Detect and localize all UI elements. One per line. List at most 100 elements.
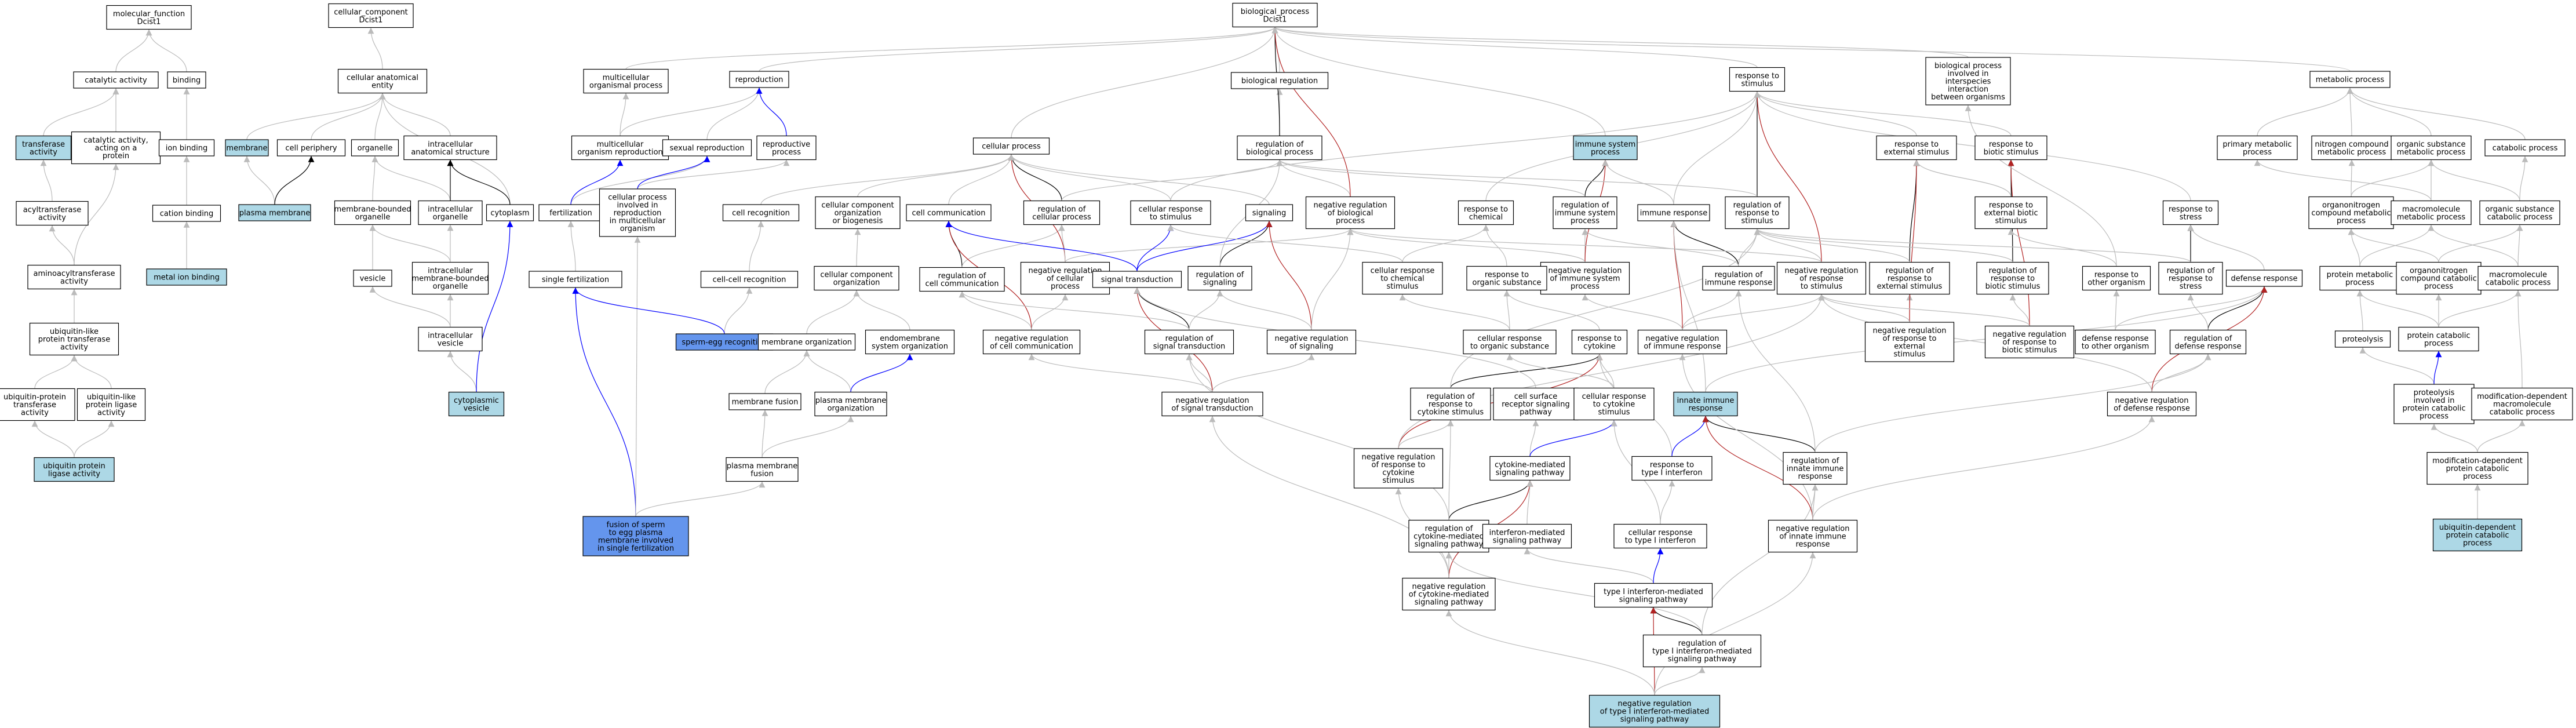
term-node-signaling[interactable]: signaling <box>1245 204 1294 221</box>
term-node-ion-binding[interactable]: ion binding <box>158 139 215 156</box>
term-node-reproduction[interactable]: reproduction <box>729 71 789 88</box>
term-node-sexual-repro[interactable]: sexual reproduction <box>662 139 752 156</box>
term-node-plasma-membrane[interactable]: plasma membrane <box>238 204 311 221</box>
term-node-organelle[interactable]: organelle <box>351 139 399 156</box>
term-node-bio-reg[interactable]: biological regulation <box>1230 72 1329 89</box>
term-node-vesicle[interactable]: vesicle <box>353 270 392 287</box>
term-node-binding[interactable]: binding <box>167 71 206 89</box>
term-node-single-fert[interactable]: single fertilization <box>529 271 622 288</box>
term-node-catabolic[interactable]: catabolic process <box>2484 139 2566 156</box>
term-node-cell-cell-recog[interactable]: cell-cell recognition <box>700 271 799 288</box>
term-node-mod-dep-macro[interactable]: modification-dependentmacromoleculecatab… <box>2471 387 2573 421</box>
term-node-membrane-fusion[interactable]: membrane fusion <box>728 393 801 410</box>
term-node-metal-ion[interactable]: metal ion binding <box>146 268 227 286</box>
term-node-cell-periphery[interactable]: cell periphery <box>276 139 346 156</box>
term-node-membrane[interactable]: membrane <box>225 139 269 156</box>
term-node-signal-trans[interactable]: signal transduction <box>1092 271 1182 288</box>
term-node-immune-resp[interactable]: immune response <box>1637 204 1710 221</box>
term-node-cation-binding[interactable]: cation binding <box>152 205 221 222</box>
term-node-cell-recog[interactable]: cell recognition <box>722 204 800 221</box>
term-node-cell-comm[interactable]: cell communication <box>906 204 992 221</box>
term-node-proteolysis[interactable]: proteolysis <box>2334 330 2391 348</box>
term-node-catalytic[interactable]: catalytic activity <box>73 71 159 89</box>
term-node-cellular-process[interactable]: cellular process <box>972 137 1050 155</box>
term-node-def-resp[interactable]: defense response <box>2225 270 2303 287</box>
